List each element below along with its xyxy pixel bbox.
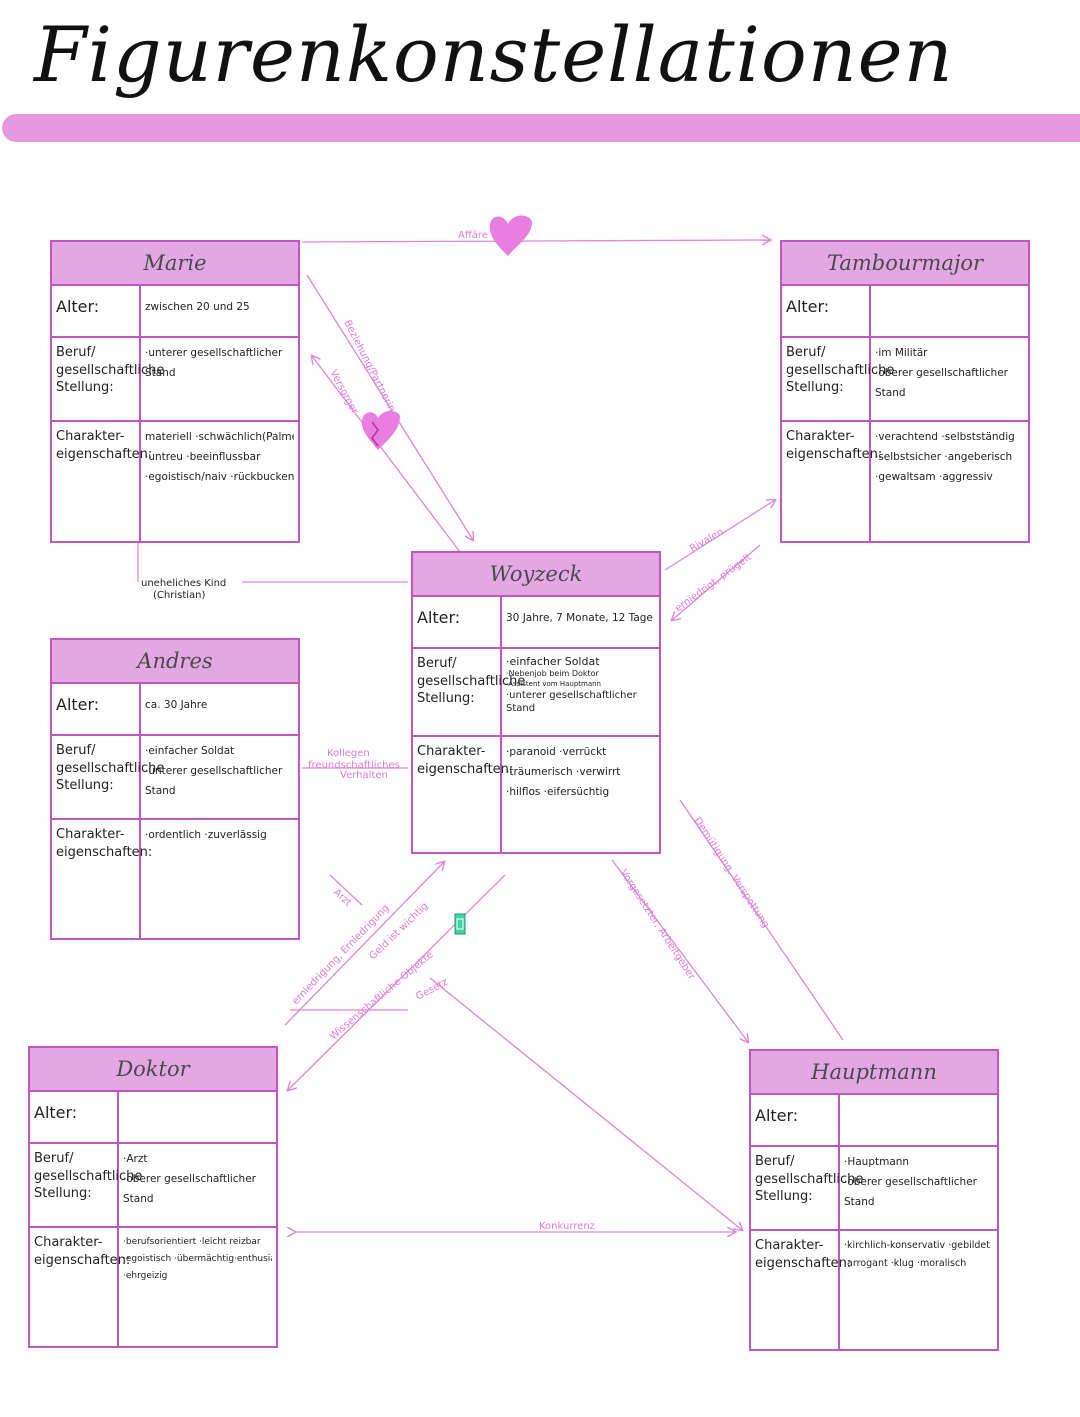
card-andres: Andres Alter: ca. 30 Jahre Beruf/gesells… [50, 638, 300, 940]
marie-charakter: materiell ·schwächlich(Palmen)·untreu ·b… [145, 431, 294, 483]
label-rivalen: Rivalen [688, 527, 726, 555]
label-charakter: Charakter-eigenschaften: [751, 1230, 851, 1351]
card-woyzeck: Woyzeck Alter: 30 Jahre, 7 Monate, 12 Ta… [411, 551, 661, 854]
edge-tambourmajor-woyzeck [672, 544, 761, 620]
edge-woyzeck-marie [312, 356, 461, 553]
label-affaere: Affäre [458, 230, 488, 241]
card-title-doktor: Doktor [30, 1048, 276, 1092]
broken-heart-icon [361, 411, 400, 450]
label-charakter: Charakter-eigenschaften: [52, 819, 152, 940]
label-alter: Alter: [782, 286, 871, 338]
edge-andres-doktor [329, 874, 363, 906]
label-verhalten: Verhalten [340, 770, 388, 781]
card-tambourmajor: Tambourmajor Alter: Beruf/gesellschaftli… [780, 240, 1030, 543]
label-arzt: Arzt [331, 887, 353, 909]
woyzeck-alter: 30 Jahre, 7 Monate, 12 Tage [506, 612, 653, 624]
title-underline-bar [2, 114, 1080, 142]
edge-woyzeck-tambourmajor [664, 500, 775, 571]
label-freundschaftlich: freundschaftliches [308, 760, 400, 771]
edge-marie-tambourmajor [301, 240, 770, 242]
marie-alter: zwischen 20 und 25 [145, 301, 250, 313]
woyzeck-charakter: ·paranoid ·verrückt·träumerisch ·verwirr… [506, 746, 621, 798]
label-alter: Alter: [751, 1095, 840, 1147]
label-charakter: Charakter-eigenschaften: [782, 421, 882, 543]
label-vorgesetzter: Vorgesetzter, Arbeitgeber [617, 868, 697, 983]
page-title: Figurenkonstellationen [34, 10, 954, 99]
edge-woyzeck-doktor [288, 874, 506, 1090]
label-alter: Alter: [52, 684, 141, 736]
heart-icon [489, 215, 532, 256]
hauptmann-charakter: ·kirchlich-konservativ ·gebildet·arrogan… [844, 1240, 991, 1270]
label-kollegen: Kollegen [327, 748, 370, 759]
card-hauptmann: Hauptmann Alter: Beruf/gesellschaftliche… [749, 1049, 999, 1351]
label-alter: Alter: [52, 286, 141, 338]
card-title-hauptmann: Hauptmann [751, 1051, 997, 1095]
andres-alter: ca. 30 Jahre [145, 699, 208, 711]
card-title-woyzeck: Woyzeck [413, 553, 659, 597]
card-marie: Marie Alter: zwischen 20 und 25 Beruf/ge… [50, 240, 300, 543]
edge-woyzeck-hauptmann [611, 859, 748, 1042]
card-title-andres: Andres [52, 640, 298, 684]
label-alter: Alter: [30, 1092, 119, 1144]
label-charakter: Charakter-eigenschaften: [413, 736, 513, 854]
edge-hauptmann-woyzeck [679, 799, 844, 1041]
card-title-marie: Marie [52, 242, 298, 286]
card-title-tambourmajor: Tambourmajor [782, 242, 1028, 286]
label-konkurrenz: Konkurrenz [539, 1221, 595, 1232]
andres-beruf: ·einfacher Soldat·unterer gesellschaftli… [140, 735, 298, 820]
doktor-charakter: ·berufsorientiert ·leicht reizbar·egoist… [123, 1237, 272, 1282]
label-charakter: Charakter-eigenschaften: [30, 1227, 130, 1348]
label-erniedrigt: erniedrigt, prügelt [673, 552, 753, 615]
edge-marie-woyzeck [306, 274, 473, 540]
woyzeck-beruf: ·einfacher Soldat ·Nebenjob beim Doktor … [501, 648, 659, 737]
label-demuetigung: Demütigung, Verspottung [691, 816, 771, 930]
edge-doktor-woyzeck [284, 862, 444, 1026]
child-note: uneheliches Kind(Christian) [141, 578, 227, 601]
andres-charakter: ·ordentlich ·zuverlässig [145, 829, 267, 841]
edge-woyzeck-hauptmann-gesetz [429, 977, 742, 1230]
money-icon [454, 913, 466, 935]
label-charakter: Charakter-eigenschaften: [52, 421, 152, 543]
label-alter: Alter: [413, 597, 502, 649]
tambourmajor-charakter: ·verachtend ·selbstständig·selbstsicher … [875, 431, 1015, 483]
label-versorger: Versorger [327, 368, 360, 417]
